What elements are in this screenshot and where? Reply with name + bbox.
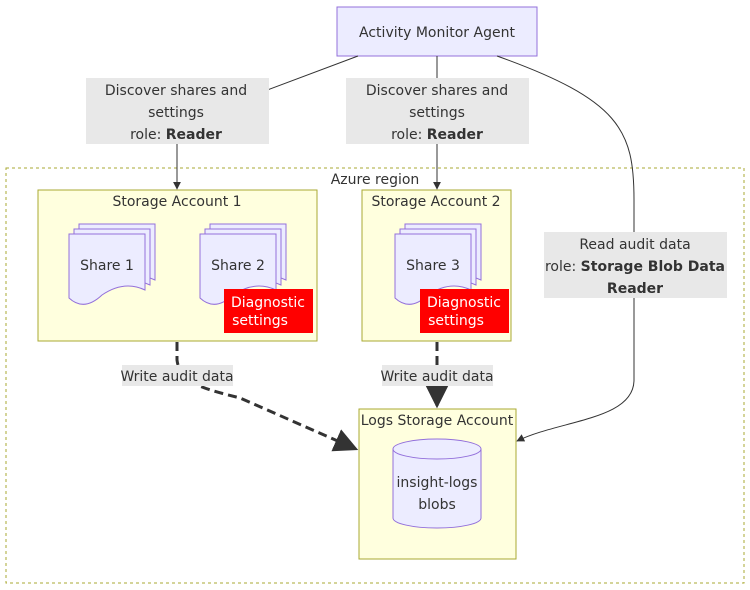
edge-label-write-2: Write audit data	[380, 365, 494, 386]
insight-logs-blobs-node[interactable]: insight-logs blobs	[392, 438, 482, 529]
share-1-label: Share 1	[80, 258, 134, 274]
share-3-node[interactable]: Share 3	[394, 223, 482, 305]
insight-logs-blobs-line1: insight-logs	[397, 475, 478, 491]
svg-text:settings: settings	[409, 105, 465, 121]
diagnostic-settings-1[interactable]: Diagnostic settings	[224, 289, 313, 333]
svg-text:Write audit data: Write audit data	[120, 369, 233, 385]
diagnostic-settings-1-line2: settings	[232, 313, 288, 329]
svg-text:Discover shares and: Discover shares and	[366, 83, 508, 99]
activity-monitor-agent-node[interactable]: Activity Monitor Agent	[336, 6, 538, 57]
activity-monitor-agent-label: Activity Monitor Agent	[359, 25, 515, 41]
share-3-label: Share 3	[406, 258, 460, 274]
diagnostic-settings-2-line1: Diagnostic	[427, 295, 501, 311]
edge-read-audit	[496, 55, 635, 442]
diagnostic-settings-2-line2: settings	[428, 313, 484, 329]
svg-text:role: Reader: role: Reader	[130, 127, 222, 143]
edge-label-discover-1: Discover shares and settings role: Reade…	[86, 78, 269, 144]
edge-label-write-1: Write audit data	[120, 365, 234, 386]
diagnostic-settings-2[interactable]: Diagnostic settings	[420, 289, 509, 333]
azure-region-label: Azure region	[331, 172, 420, 188]
svg-text:Write audit data: Write audit data	[380, 369, 493, 385]
svg-text:Discover shares and: Discover shares and	[105, 83, 247, 99]
storage-account-2-label: Storage Account 2	[371, 194, 500, 210]
edge-label-discover-2: Discover shares and settings role: Reade…	[346, 78, 529, 144]
logs-storage-account-label: Logs Storage Account	[361, 413, 514, 429]
svg-text:Read audit data: Read audit data	[579, 237, 690, 253]
svg-text:Reader: Reader	[607, 281, 663, 297]
edge-label-read-audit: Read audit data role: Storage Blob Data …	[544, 232, 727, 298]
storage-account-1-label: Storage Account 1	[112, 194, 241, 210]
insight-logs-blobs-line2: blobs	[418, 497, 456, 513]
svg-text:role: Storage Blob Data: role: Storage Blob Data	[545, 259, 725, 275]
svg-text:role: Reader: role: Reader	[391, 127, 483, 143]
logs-storage-account[interactable]: Logs Storage Account	[358, 408, 517, 560]
svg-text:settings: settings	[148, 105, 204, 121]
edge-write-1	[175, 342, 359, 452]
share-2-label: Share 2	[211, 258, 265, 274]
share-2-node[interactable]: Share 2	[199, 223, 287, 305]
diagnostic-settings-1-line1: Diagnostic	[231, 295, 305, 311]
share-1-node[interactable]: Share 1	[68, 223, 156, 305]
